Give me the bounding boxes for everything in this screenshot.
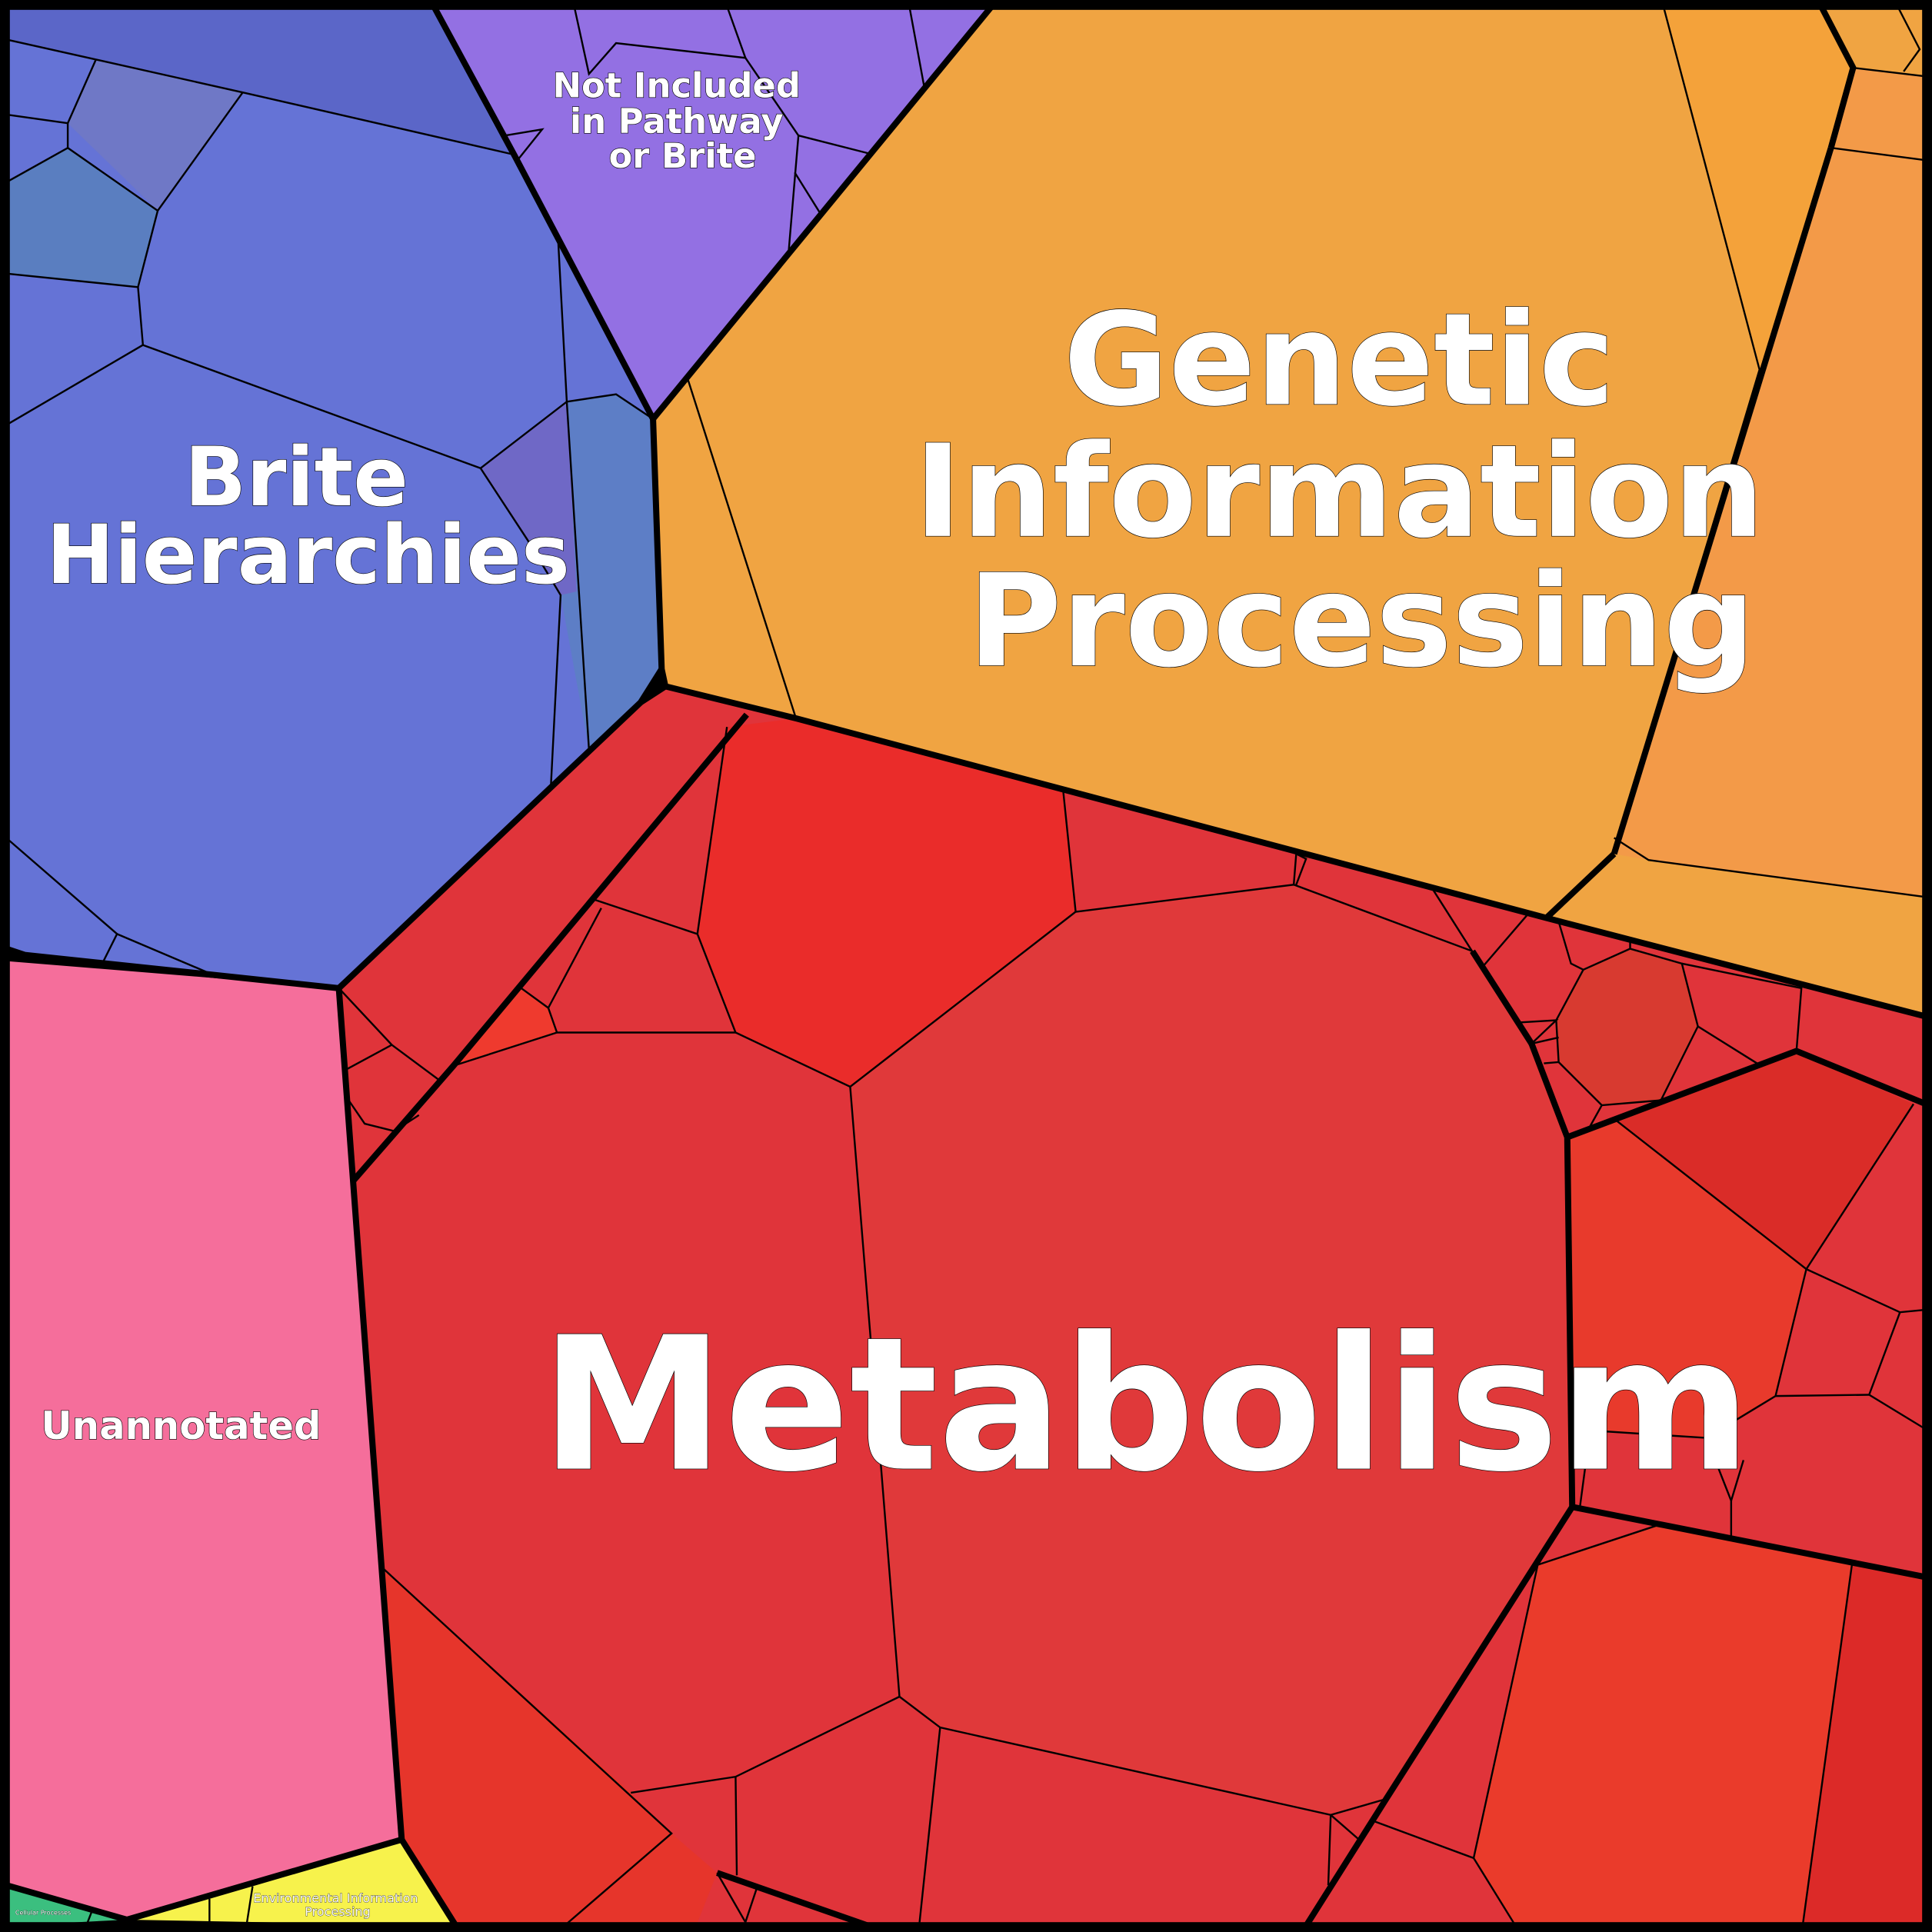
- subcell: [68, 58, 243, 211]
- subcell: [1802, 1564, 1926, 1926]
- subcell: [1556, 948, 1698, 1106]
- label-environmental-information-processing: Environmental Information Processing: [253, 1891, 421, 1920]
- label-genetic-information-processing: Genetic Information Processing: [914, 285, 1809, 696]
- subcell: [1474, 1525, 1852, 1926]
- label-brite-hierarchies: Brite Hierarchies: [46, 430, 570, 602]
- subcell: [1663, 6, 1854, 370]
- subcell: [850, 884, 1573, 1815]
- subcell: [6, 148, 158, 288]
- label-metabolism: Metabolism: [541, 1297, 1751, 1513]
- cell-not-included[interactable]: [433, 6, 992, 419]
- subcell: [453, 988, 558, 1066]
- label-cellular-processes: Cellular Processes: [15, 1910, 71, 1917]
- cell-unannotated[interactable]: [6, 961, 402, 1920]
- subcell: [560, 394, 662, 750]
- subcell: [383, 1568, 718, 1926]
- label-unannotated: Unannotated: [41, 1404, 321, 1448]
- subcell: [1614, 68, 1926, 898]
- subcell: [1567, 1118, 1807, 1438]
- subcell: [697, 718, 1076, 1087]
- subcell: [6, 6, 511, 155]
- subcell: [1614, 1051, 1914, 1270]
- label-not-included: Not Included in Pathway or Brite: [552, 65, 812, 176]
- cell-brite-hierarchies[interactable]: [6, 6, 662, 988]
